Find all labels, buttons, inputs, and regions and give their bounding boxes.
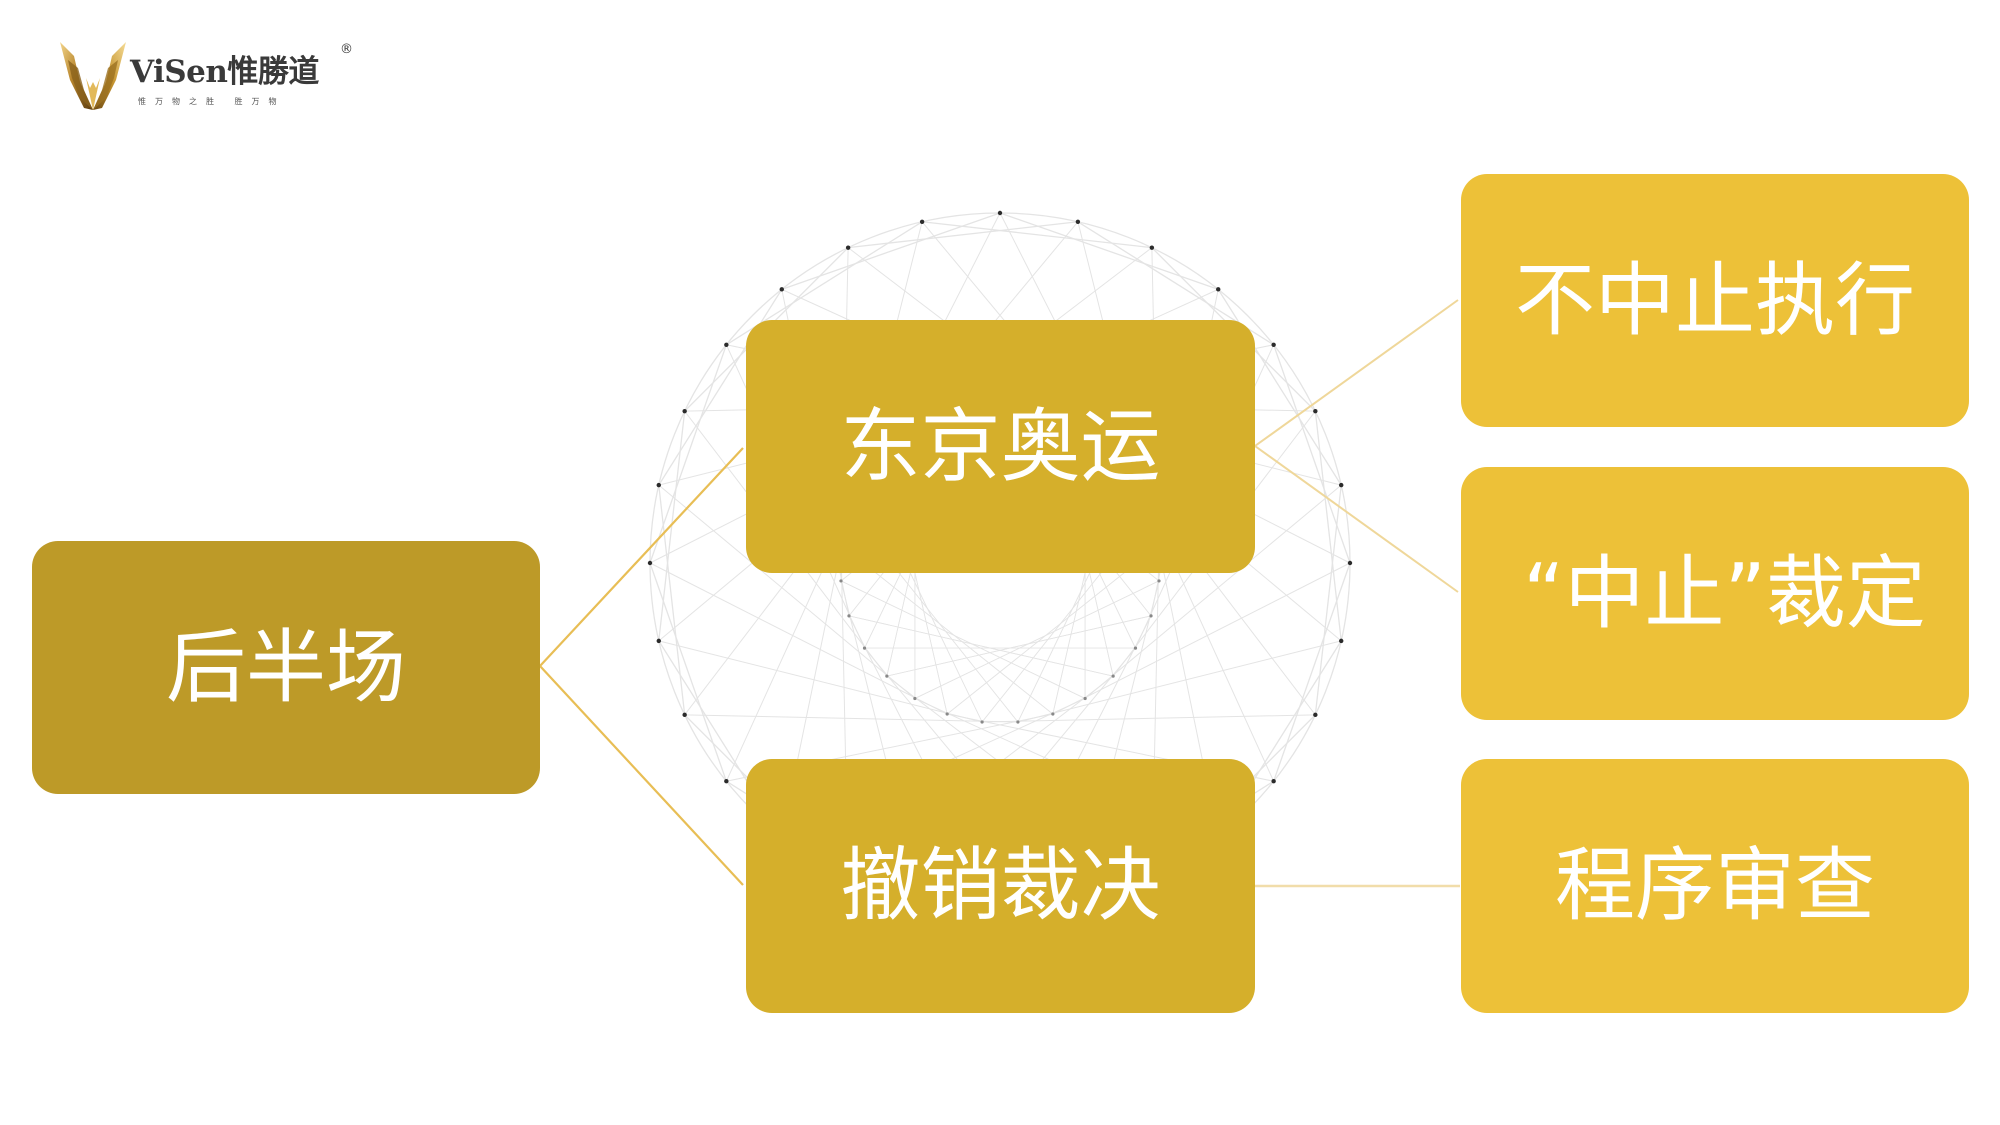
connector-root-to-branches (538, 447, 744, 886)
node-root: 后半场 (32, 541, 540, 794)
node-branch-tokyo-olympics: 东京奥运 (746, 320, 1255, 573)
node-root-label: 后半场 (166, 620, 406, 714)
registered-mark: ® (340, 42, 353, 57)
node-label: 不中止执行 (1515, 253, 1915, 347)
node-leaf-suspension-ruling: “中止”裁定 (1461, 467, 1969, 720)
connector-tokyo-to-children (1253, 299, 1459, 593)
node-branch-revoke-ruling: 撤销裁决 (746, 759, 1255, 1013)
node-label: 撤销裁决 (840, 839, 1161, 932)
node-leaf-procedural-review: 程序审查 (1461, 759, 1969, 1013)
golden-v-wings-icon (60, 42, 126, 110)
node-label: “中止”裁定 (1523, 546, 1926, 640)
node-label: 东京奥运 (840, 399, 1161, 493)
node-leaf-no-suspension: 不中止执行 (1461, 174, 1969, 427)
logo-wordmark: ViSen惟勝道 (130, 54, 319, 90)
visen-logo: ViSen惟勝道 ® 惟万物之胜 胜万物 (58, 38, 378, 114)
node-label: 程序审查 (1555, 839, 1875, 932)
logo-tagline: 惟万物之胜 胜万物 (138, 97, 286, 106)
